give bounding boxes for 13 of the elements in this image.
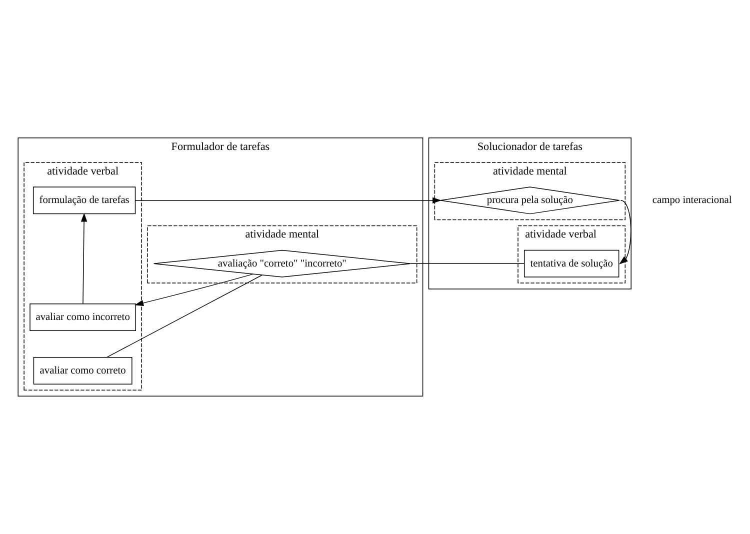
connector	[106, 274, 262, 358]
node-box: tentativa de solução	[524, 250, 620, 278]
arrow	[135, 197, 442, 204]
arrow	[619, 200, 632, 264]
connector	[410, 263, 525, 264]
node-box: avaliar como correto	[33, 357, 132, 385]
node-diamond: procura pela solução	[440, 186, 620, 214]
node-box: avaliar como incorreto	[30, 303, 136, 331]
node-box: formulação de tarefas	[32, 186, 136, 214]
label: campo interacional	[652, 195, 732, 206]
arrow	[134, 274, 254, 306]
node-diamond: avaliação "correto" "incorreto"	[153, 250, 411, 278]
arrow	[80, 212, 88, 304]
